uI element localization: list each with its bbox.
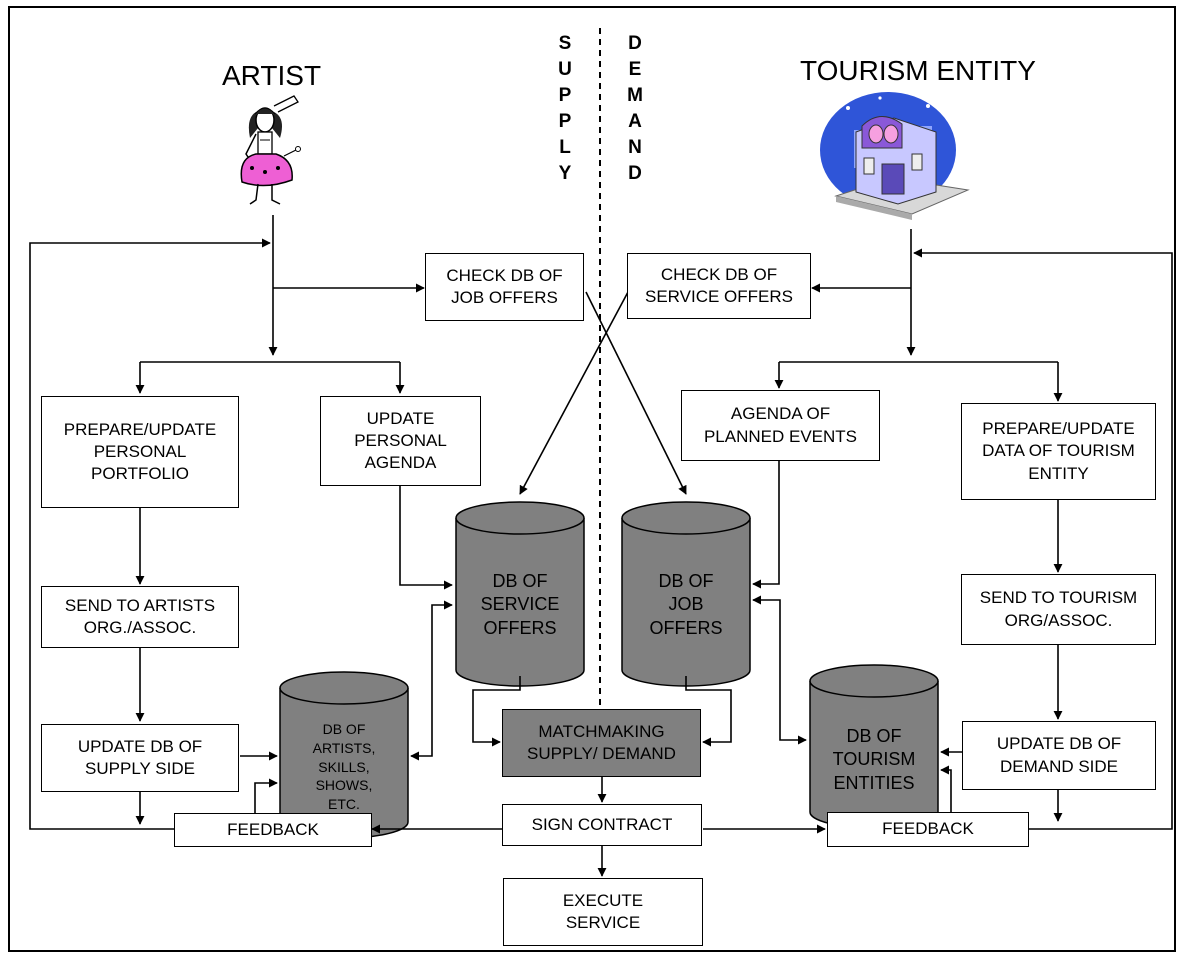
db-tourism-entities-label: DB OF TOURISM ENTITIES bbox=[832, 725, 916, 793]
execute-service-box: EXECUTE SERVICE bbox=[503, 878, 703, 946]
update-demand-box: UPDATE DB OF DEMAND SIDE bbox=[962, 721, 1156, 790]
dancer-clipart-icon bbox=[240, 95, 301, 205]
prepare-entity-box: PREPARE/UPDATE DATA OF TOURISM ENTITY bbox=[961, 403, 1156, 500]
db-job-offers-label: DB OF JOB OFFERS bbox=[649, 570, 723, 638]
demand-letter: D bbox=[628, 163, 642, 184]
supply-letter: Y bbox=[558, 163, 572, 184]
demand-letter: N bbox=[628, 137, 642, 158]
feedback-right-box: FEEDBACK bbox=[827, 812, 1029, 847]
tourism-entity-heading: TOURISM ENTITY bbox=[800, 55, 1036, 86]
demand-letter: A bbox=[628, 111, 642, 132]
db-artists-label: DB OF ARTISTS, SKILLS, SHOWS, ETC. bbox=[312, 720, 376, 813]
supply-letter: S bbox=[558, 33, 572, 54]
update-supply-box: UPDATE DB OF SUPPLY SIDE bbox=[41, 724, 239, 792]
diagram-frame bbox=[8, 6, 1176, 952]
supply-letter: P bbox=[558, 111, 572, 132]
supply-letter: L bbox=[559, 137, 571, 158]
demand-letter: E bbox=[628, 59, 642, 80]
send-tourism-box: SEND TO TOURISM ORG/ASSOC. bbox=[961, 574, 1156, 645]
db-service-offers-label: DB OF SERVICE OFFERS bbox=[480, 570, 560, 638]
agenda-events-box: AGENDA OF PLANNED EVENTS bbox=[681, 390, 880, 461]
db-artists-cylinder bbox=[279, 671, 409, 839]
check-service-offers-box: CHECK DB OF SERVICE OFFERS bbox=[627, 253, 811, 319]
sign-contract-box: SIGN CONTRACT bbox=[502, 804, 702, 846]
matchmaking-box: MATCHMAKING SUPPLY/ DEMAND bbox=[502, 709, 701, 777]
supply-letter: U bbox=[558, 59, 572, 80]
demand-letter: M bbox=[627, 85, 643, 106]
demand-letter: D bbox=[628, 33, 642, 54]
send-artists-box: SEND TO ARTISTS ORG./ASSOC. bbox=[41, 586, 239, 648]
update-agenda-box: UPDATE PERSONAL AGENDA bbox=[320, 396, 481, 486]
feedback-left-box: FEEDBACK bbox=[174, 813, 372, 847]
db-service-offers-cylinder bbox=[455, 501, 585, 687]
supply-letter: P bbox=[558, 85, 572, 106]
theater-building-icon bbox=[820, 92, 970, 220]
db-job-offers-cylinder bbox=[621, 501, 751, 687]
db-tourism-entities-cylinder bbox=[809, 664, 939, 829]
prepare-portfolio-box: PREPARE/UPDATE PERSONAL PORTFOLIO bbox=[41, 396, 239, 508]
check-job-offers-box: CHECK DB OF JOB OFFERS bbox=[425, 253, 584, 321]
artist-heading: ARTIST bbox=[222, 60, 322, 91]
